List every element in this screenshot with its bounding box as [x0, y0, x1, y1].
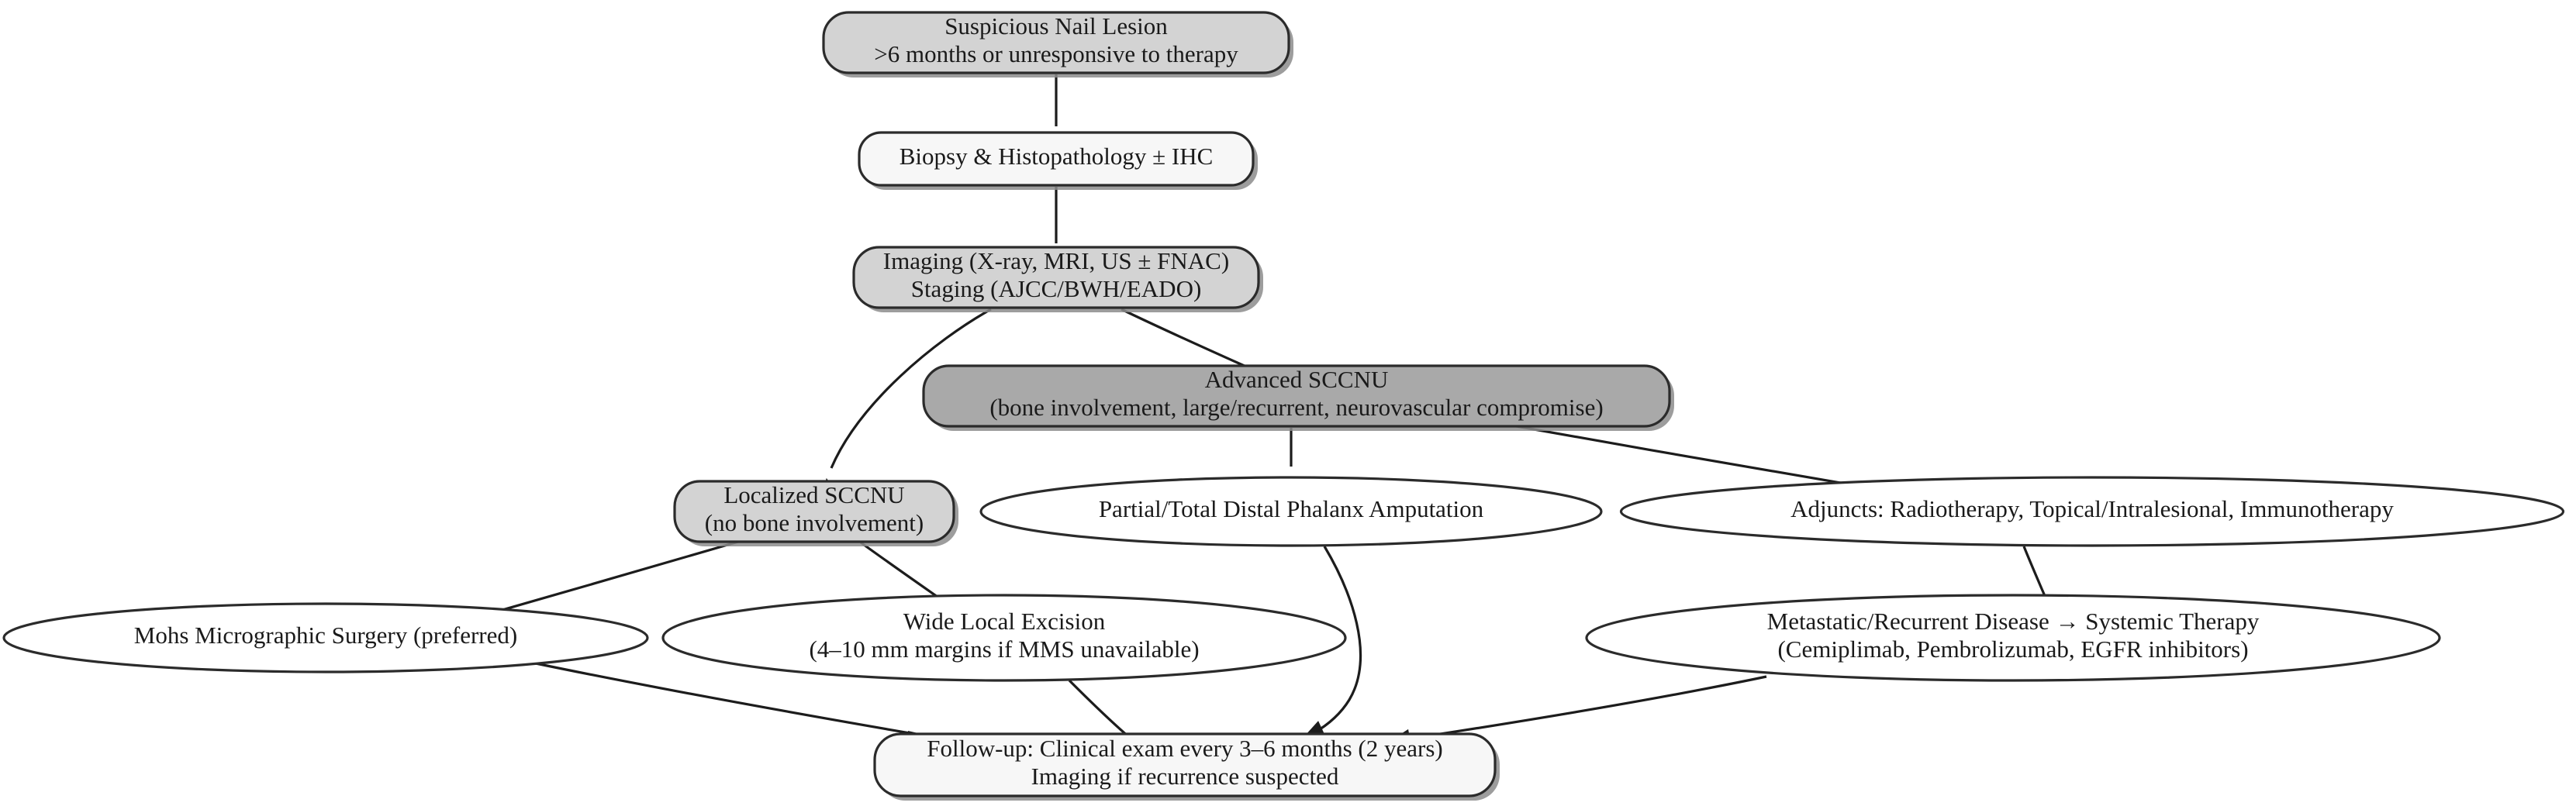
node-label: (no bone involvement)	[705, 509, 924, 536]
node-label: Imaging (X-ray, MRI, US ± FNAC)	[883, 247, 1229, 274]
node-label: Localized SCCNU	[723, 481, 904, 508]
node-box[interactable]	[673, 480, 955, 543]
node-amputation[interactable]: Partial/Total Distal Phalanx Amputation	[979, 476, 1603, 547]
edge-line	[531, 661, 920, 736]
edge-line	[830, 308, 992, 469]
edge-line	[2022, 546, 2046, 597]
node-ellipse[interactable]	[1619, 476, 2565, 547]
node-box[interactable]	[822, 11, 1290, 74]
edge-line	[475, 540, 739, 619]
node-label: >6 months or unresponsive to therapy	[874, 40, 1238, 67]
node-adjuncts[interactable]: Adjuncts: Radiotherapy, Topical/Intrales…	[1619, 476, 2565, 547]
node-ellipse[interactable]	[661, 594, 1347, 682]
node-box[interactable]	[858, 131, 1255, 187]
node-suspicious[interactable]: Suspicious Nail Lesion>6 months or unres…	[822, 11, 1293, 78]
node-label: (Cemiplimab, Pembrolizumab, EGFR inhibit…	[1777, 636, 2248, 663]
node-box[interactable]	[922, 364, 1671, 428]
node-label: Metastatic/Recurrent Disease → Systemic …	[1767, 608, 2260, 635]
node-followup[interactable]: Follow-up: Clinical exam every 3–6 month…	[873, 732, 1500, 801]
node-label: (4–10 mm margins if MMS unavailable)	[809, 636, 1199, 663]
edge-line	[1400, 675, 1767, 742]
node-label: Partial/Total Distal Phalanx Amputation	[1099, 495, 1484, 522]
node-ellipse[interactable]	[2, 602, 649, 673]
node-label: Follow-up: Clinical exam every 3–6 month…	[927, 735, 1443, 762]
edge-line	[1068, 679, 1131, 739]
node-mohs[interactable]: Mohs Micrographic Surgery (preferred)	[2, 602, 649, 673]
node-label: Mohs Micrographic Surgery (preferred)	[134, 622, 517, 649]
node-box[interactable]	[852, 246, 1260, 309]
node-wle[interactable]: Wide Local Excision(4–10 mm margins if M…	[661, 594, 1347, 682]
node-label: (bone involvement, large/recurrent, neur…	[989, 394, 1603, 421]
node-ellipse[interactable]	[1585, 594, 2441, 682]
node-ellipse[interactable]	[979, 476, 1603, 547]
node-metastatic[interactable]: Metastatic/Recurrent Disease → Systemic …	[1585, 594, 2441, 682]
edge-line	[1313, 546, 1362, 735]
node-label: Imaging if recurrence suspected	[1031, 763, 1339, 790]
node-label: Wide Local Excision	[903, 608, 1106, 635]
node-box[interactable]	[873, 732, 1497, 797]
node-imaging[interactable]: Imaging (X-ray, MRI, US ± FNAC)Staging (…	[852, 246, 1263, 312]
node-advanced[interactable]: Advanced SCCNU(bone involvement, large/r…	[922, 364, 1674, 431]
node-label: Staging (AJCC/BWH/EADO)	[911, 275, 1202, 302]
node-localized[interactable]: Localized SCCNU(no bone involvement)	[673, 480, 958, 546]
node-label: Suspicious Nail Lesion	[944, 12, 1168, 40]
node-biopsy[interactable]: Biopsy & Histopathology ± IHC	[858, 131, 1258, 190]
node-label: Adjuncts: Radiotherapy, Topical/Intrales…	[1790, 495, 2394, 522]
node-layer: Suspicious Nail Lesion>6 months or unres…	[2, 11, 2565, 801]
node-label: Advanced SCCNU	[1205, 366, 1389, 393]
node-label: Biopsy & Histopathology ± IHC	[900, 143, 1214, 170]
